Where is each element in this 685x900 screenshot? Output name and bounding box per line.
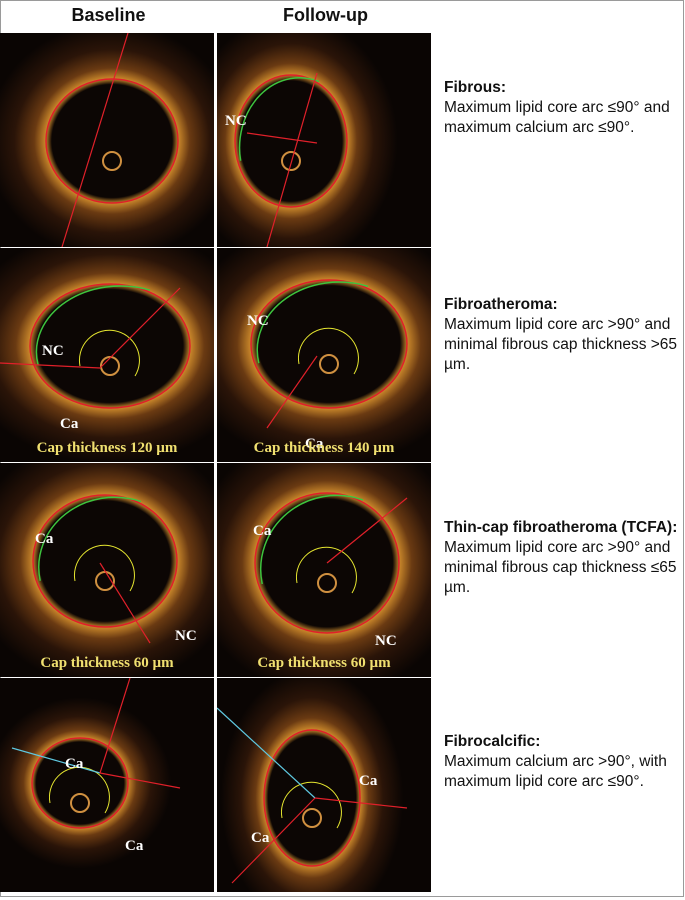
lipid-contour	[238, 77, 320, 161]
description-text: Maximum calcium arc >90°, with maximum l…	[444, 753, 667, 790]
tissue-label-ca: Ca	[359, 773, 378, 789]
cap-thickness-caption: Cap thickness 120 µm	[36, 440, 178, 456]
lumen-contour	[250, 279, 408, 409]
lipid-contour	[38, 496, 142, 581]
arc-marker	[297, 327, 359, 375]
cap-thickness-caption: Cap thickness 140 µm	[253, 440, 395, 456]
angle-line	[231, 797, 316, 884]
tissue-label-nc: NC	[225, 113, 247, 129]
description-fibroatheroma: Fibroatheroma: Maximum lipid core arc >90…	[444, 295, 684, 375]
lumen-contour	[45, 78, 179, 204]
tissue-label-nc: NC	[175, 628, 197, 644]
angle-line	[99, 772, 181, 789]
angle-line	[0, 362, 101, 369]
angle-line	[99, 287, 181, 369]
oct-image-row1-baseline	[0, 33, 214, 247]
column-header-followup: Follow-up	[283, 5, 368, 25]
catheter	[281, 151, 301, 171]
lumen-contour	[234, 74, 348, 208]
oct-image-row1-followup: NC	[217, 33, 431, 247]
tissue-label-nc: NC	[42, 343, 64, 359]
angle-line	[266, 355, 318, 429]
tissue-label-ca: Ca	[65, 756, 84, 772]
arc-marker	[295, 546, 357, 594]
catheter	[319, 354, 339, 374]
description-fibrous: Fibrous: Maximum lipid core arc ≤90° and …	[444, 78, 684, 138]
tissue-label-ca: Ca	[253, 523, 272, 539]
lumen-contour	[254, 492, 400, 634]
tissue-label-nc: NC	[375, 633, 397, 649]
catheter	[70, 793, 90, 813]
angle-line	[11, 747, 101, 774]
catheter	[302, 808, 322, 828]
arc-marker	[48, 766, 110, 814]
tissue-label-ca: Ca	[60, 416, 79, 432]
tissue-label-ca: Ca	[125, 838, 144, 854]
angle-line	[61, 33, 129, 247]
lumen-contour	[263, 729, 361, 867]
arc-marker	[73, 544, 135, 592]
catheter	[102, 151, 122, 171]
description-text: Maximum lipid core arc ≤90° and maximum …	[444, 99, 670, 136]
tissue-label-ca: Ca	[251, 830, 270, 846]
description-title: Fibrocalcific:	[444, 733, 541, 750]
arc-marker	[78, 329, 140, 377]
tissue-label-nc: NC	[247, 313, 269, 329]
cap-thickness-caption: Cap thickness 60 µm	[257, 655, 391, 671]
cap-thickness-caption: Cap thickness 60 µm	[40, 655, 174, 671]
description-title: Fibroatheroma:	[444, 296, 558, 313]
lumen-contour	[32, 494, 178, 628]
angle-line	[246, 132, 318, 144]
angle-line	[99, 562, 151, 644]
arc-marker	[280, 781, 342, 829]
description-text: Maximum lipid core arc >90° and minimal …	[444, 316, 678, 373]
tissue-label-ca: Ca	[35, 531, 54, 547]
tissue-label-ca: Ca	[305, 436, 324, 452]
description-title: Thin-cap fibroatheroma (TCFA):	[444, 519, 678, 536]
angle-line	[326, 497, 408, 564]
lipid-contour	[259, 494, 364, 585]
description-title: Fibrous:	[444, 79, 506, 96]
angle-line	[99, 678, 131, 774]
description-fibrocalcific: Fibrocalcific: Maximum calcium arc >90°, …	[444, 732, 684, 792]
catheter	[100, 356, 120, 376]
lipid-contour	[256, 281, 369, 364]
angle-line	[266, 72, 318, 247]
angle-line	[217, 707, 316, 799]
column-header-baseline: Baseline	[71, 5, 146, 25]
description-text: Maximum lipid core arc >90° and minimal …	[444, 539, 677, 596]
catheter	[317, 573, 337, 593]
lipid-contour	[35, 285, 151, 365]
angle-line	[314, 797, 408, 809]
lumen-contour	[31, 737, 129, 829]
lumen-contour	[29, 283, 191, 409]
description-tcfa: Thin-cap fibroatheroma (TCFA): Maximum li…	[444, 518, 684, 598]
